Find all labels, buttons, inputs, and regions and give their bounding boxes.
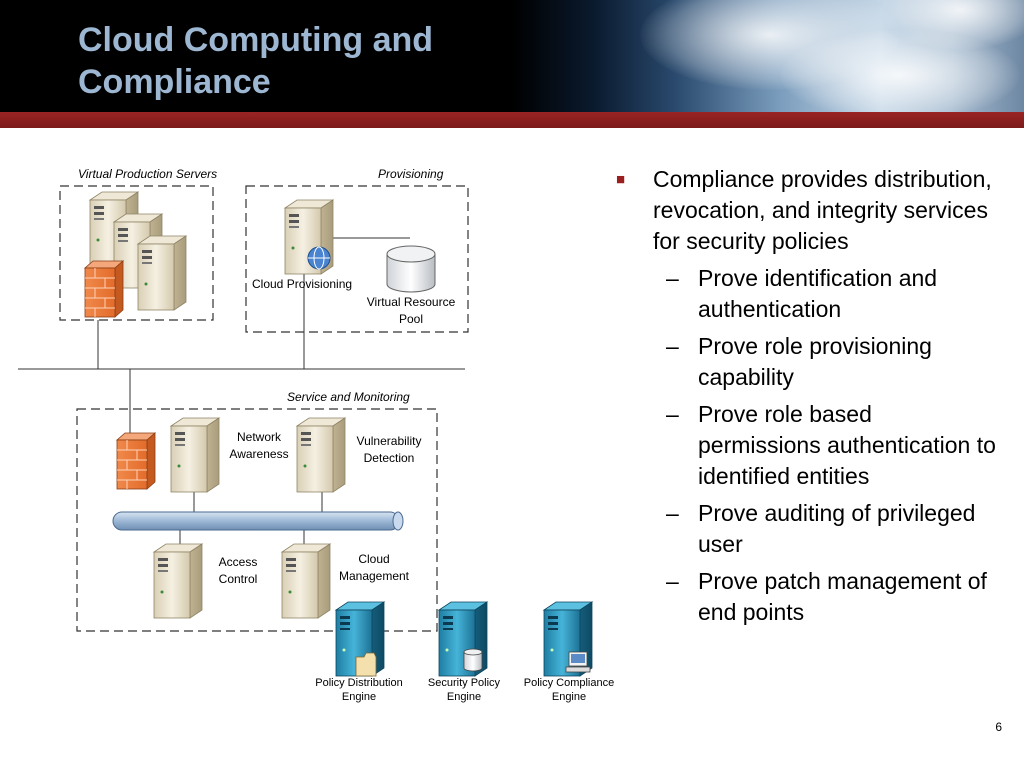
label-cloud-provisioning: Cloud Provisioning — [252, 277, 352, 291]
label-policy-distribution-engine-line1: Policy Distribution — [315, 677, 402, 689]
label-policy-compliance-engine-line1: Policy Compliance — [524, 677, 614, 689]
dash-bullet-icon: – — [666, 568, 679, 594]
red-accent-bar — [0, 112, 1024, 128]
label-policy-distribution-engine-line2: Engine — [342, 691, 376, 703]
globe-icon — [307, 246, 331, 270]
network-bus — [112, 511, 404, 531]
label-network-awareness-line2: Awareness — [229, 447, 288, 461]
label-network-awareness-line1: Network — [237, 430, 282, 444]
firewall-icon — [116, 432, 156, 490]
sub-bullet-text: Prove patch management of end points — [698, 568, 987, 625]
vulnerability-detection-server-icon — [296, 417, 346, 493]
computer-icon — [565, 651, 591, 673]
database-icon — [463, 648, 483, 672]
server-icon — [137, 235, 187, 311]
dash-bullet-icon: – — [666, 401, 679, 427]
slide-title-line1: Cloud Computing and — [78, 21, 434, 59]
square-bullet-icon: ■ — [616, 171, 626, 188]
label-vulnerability-detection-line1: Vulnerability — [357, 434, 422, 448]
sub-bullet: – Prove role based permissions authentic… — [616, 399, 996, 492]
title-banner: Cloud Computing and Compliance — [0, 0, 1024, 112]
label-policy-compliance-engine-line2: Engine — [552, 691, 586, 703]
label-access-control-line1: Access — [219, 555, 258, 569]
database-icon — [386, 245, 436, 293]
sub-bullet: – Prove role provisioning capability — [616, 331, 996, 393]
sub-bullet: – Prove auditing of privileged user — [616, 498, 996, 560]
slide-title: Cloud Computing and Compliance — [78, 19, 598, 103]
sub-bullet-text: Prove identification and authentication — [698, 265, 938, 322]
cloud-management-server-icon — [281, 543, 331, 619]
dash-bullet-icon: – — [666, 333, 679, 359]
dash-bullet-icon: – — [666, 500, 679, 526]
label-security-policy-engine-line2: Engine — [447, 691, 481, 703]
sub-bullet-text: Prove role based permissions authenticat… — [698, 401, 996, 489]
access-control-server-icon — [153, 543, 203, 619]
group-service-and-monitoring — [76, 408, 438, 632]
group-label-provisioning: Provisioning — [378, 167, 444, 181]
sub-bullet: – Prove patch management of end points — [616, 566, 996, 628]
group-virtual-production-servers — [59, 185, 214, 321]
sub-bullet: – Prove identification and authenticatio… — [616, 263, 996, 325]
bullet-main: ■ Compliance provides distribution, revo… — [616, 164, 996, 257]
slide-title-line2: Compliance — [78, 63, 271, 101]
network-diagram: Virtual Production Servers Provisioning … — [18, 167, 614, 703]
sub-bullet-text: Prove auditing of privileged user — [698, 500, 976, 557]
label-security-policy-engine-line1: Security Policy — [428, 677, 501, 689]
page-number: 6 — [995, 720, 1002, 734]
sub-bullet-text: Prove role provisioning capability — [698, 333, 932, 390]
label-cloud-management-line1: Cloud — [358, 552, 389, 566]
label-cloud-management-line2: Management — [339, 569, 410, 583]
dash-bullet-icon: – — [666, 265, 679, 291]
label-vulnerability-detection-line2: Detection — [364, 451, 415, 465]
label-access-control-line2: Control — [219, 572, 258, 586]
group-label-service-and-monitoring: Service and Monitoring — [287, 390, 410, 404]
label-virtual-resource-pool-line1: Virtual Resource — [367, 295, 456, 309]
bullet-main-text: Compliance provides distribution, revoca… — [653, 166, 992, 254]
group-label-virtual-production-servers: Virtual Production Servers — [78, 167, 217, 181]
firewall-icon — [84, 260, 124, 318]
bullet-list: ■ Compliance provides distribution, revo… — [616, 164, 996, 628]
network-awareness-server-icon — [170, 417, 220, 493]
group-provisioning — [245, 185, 469, 333]
folder-icon — [355, 652, 377, 677]
label-virtual-resource-pool-line2: Pool — [399, 312, 423, 326]
